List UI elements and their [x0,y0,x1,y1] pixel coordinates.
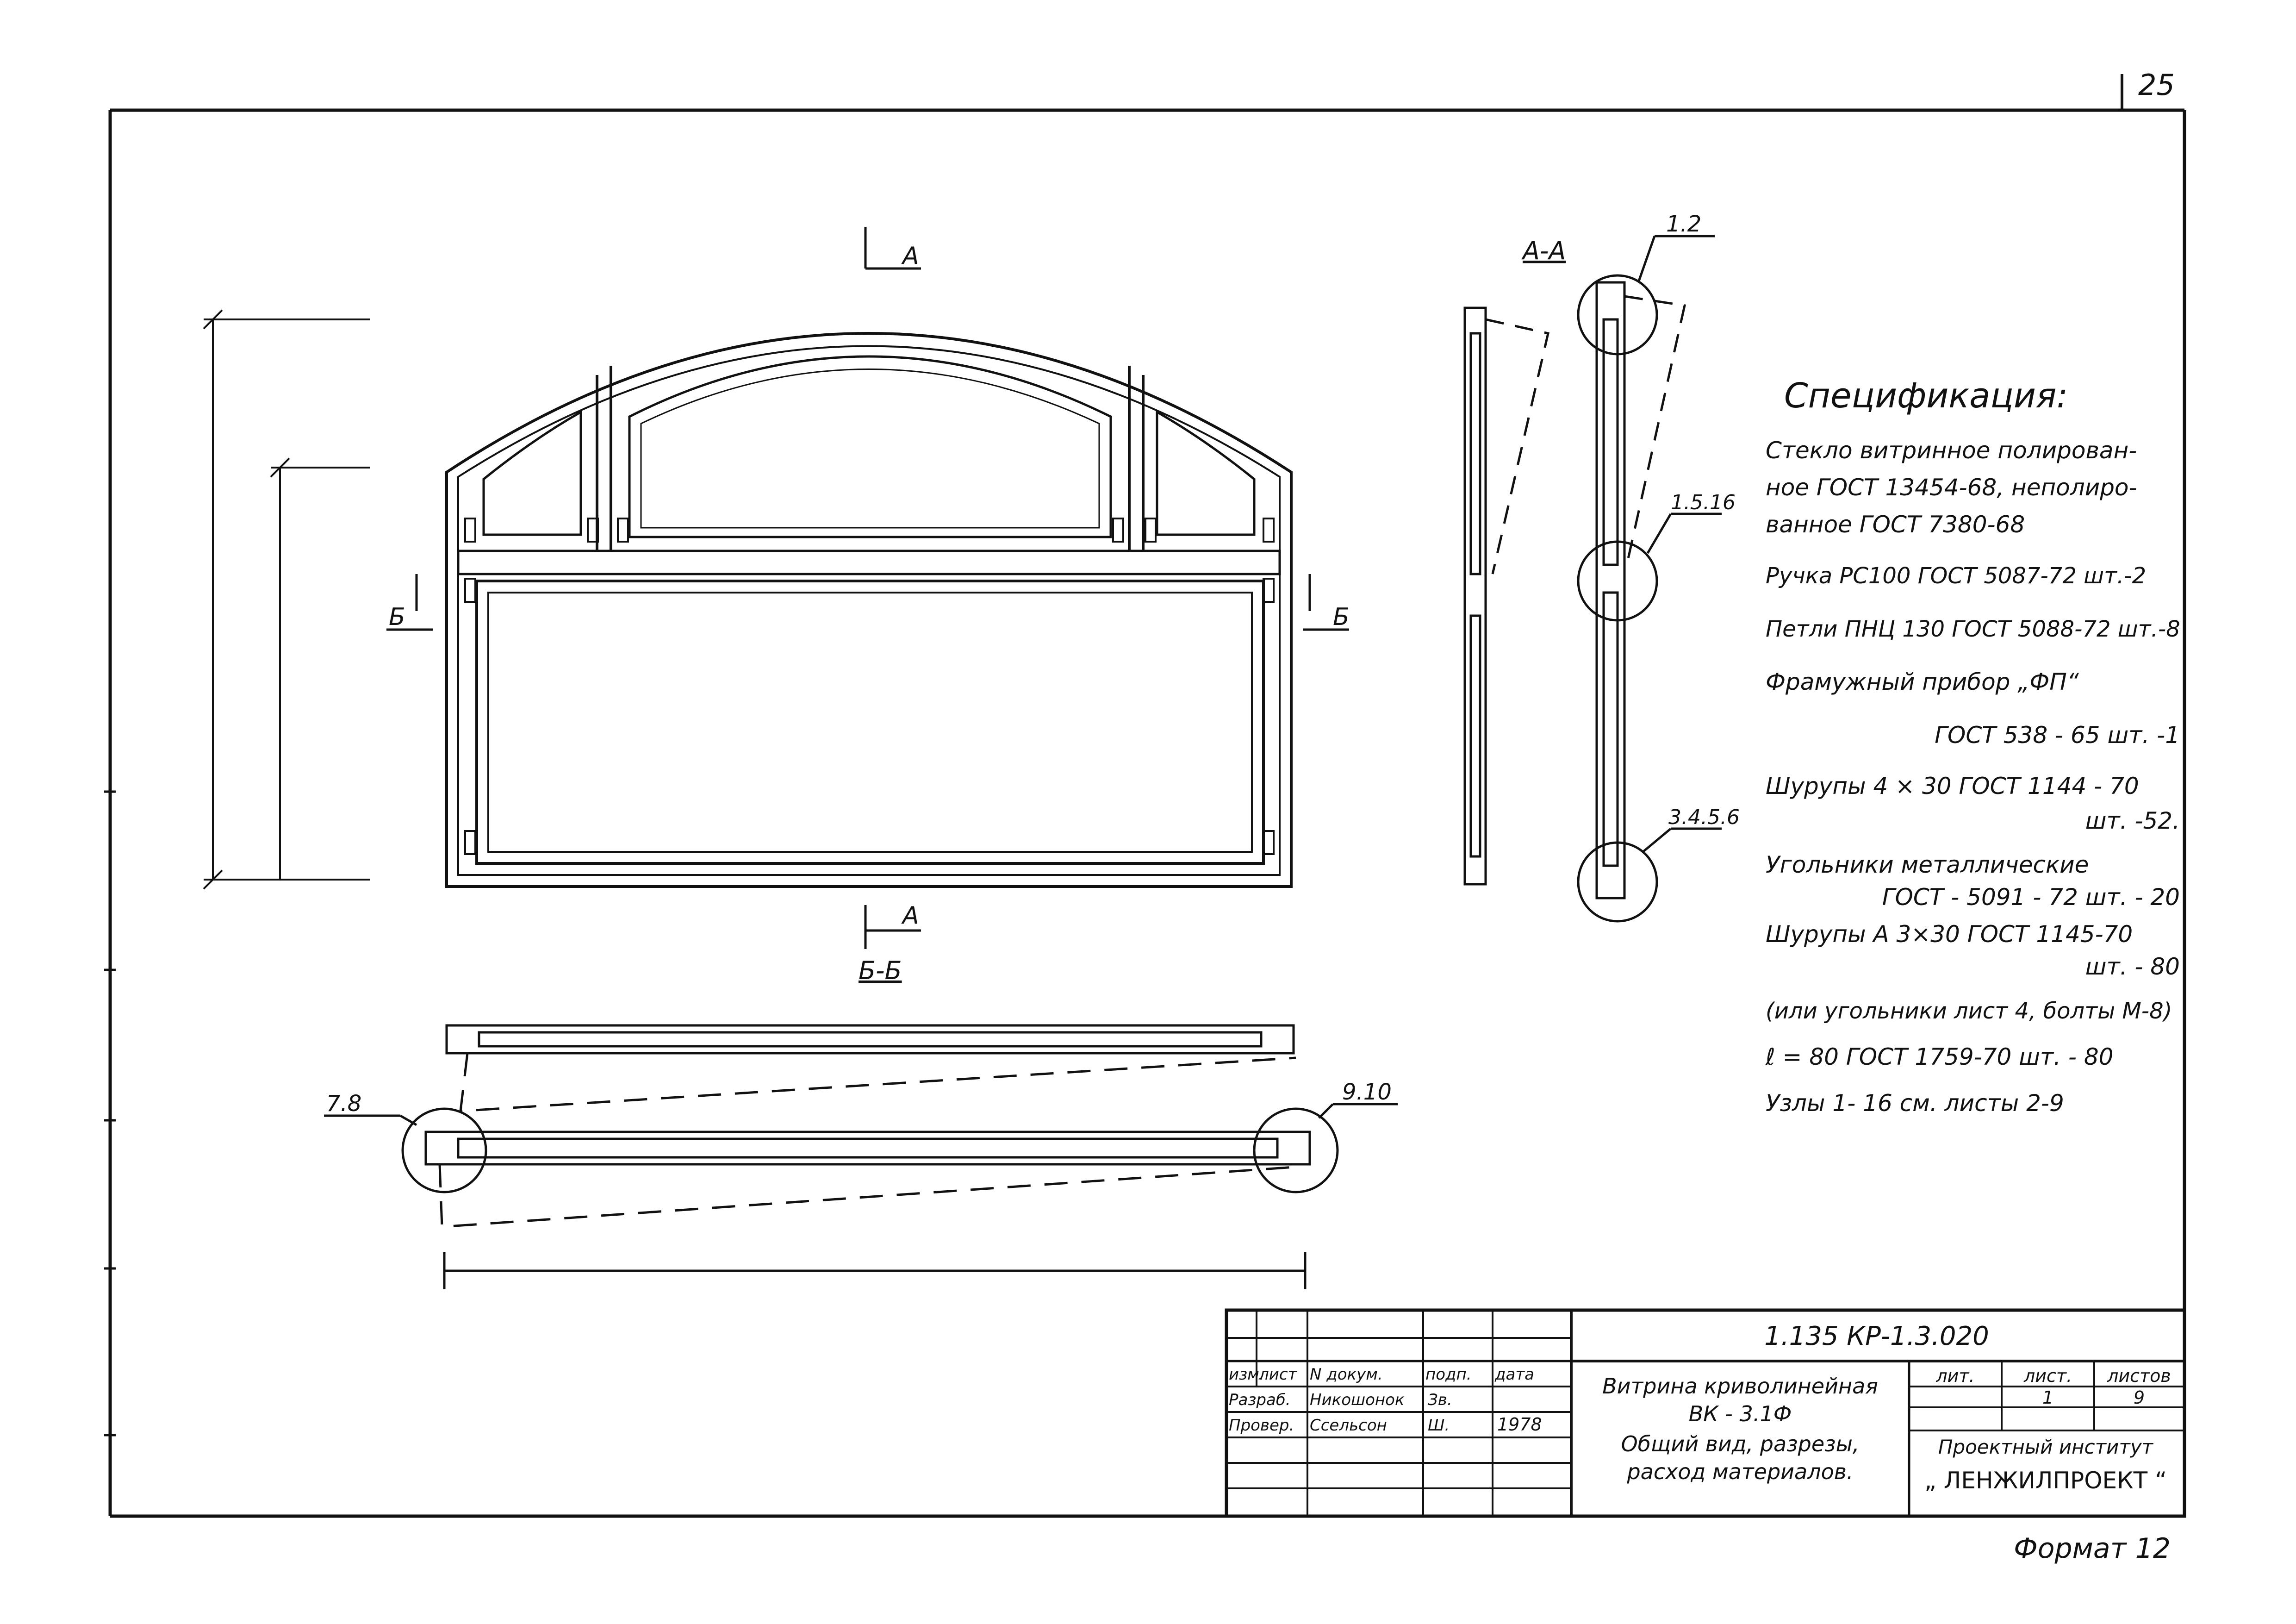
hdr-date: дата [1494,1365,1534,1384]
node-label-3-4-5-6: 3.4.5.6 [1668,806,1740,829]
cut-markers [386,227,1349,949]
title-name-line2: ВК - 3.1Ф [1689,1401,1792,1426]
spec-line: шт. -52. [2085,807,2180,834]
spec-line: ванное ГОСТ 7380-68 [1766,511,2025,538]
spec-line: Фрамужный прибор „ФП“ [1766,668,2079,695]
title-name-line3: Общий вид, разрезы, [1621,1431,1859,1456]
cut-label-a-top: А [901,242,919,270]
edge-ticks [104,790,116,1437]
node-label-1-2: 1.2 [1666,211,1701,237]
title-name-line4: расход материалов. [1626,1459,1853,1484]
node-label-9-10: 9.10 [1342,1079,1392,1105]
hdr-izm: изм. [1229,1365,1264,1384]
title-name-line1: Витрина криволинейная [1602,1374,1878,1399]
sign-developer: Зв. [1428,1391,1452,1409]
org-line1: Проектный институт [1938,1436,2154,1458]
spec-line: Стекло витринное полирован- [1766,437,2137,464]
name-developer: Никошонок [1310,1391,1405,1409]
cut-label-b-right: Б [1333,603,1350,631]
sheets-total: 9 [2134,1387,2145,1408]
section-bb-label: Б-Б [859,956,902,985]
sheet-number: 1 [2042,1387,2053,1408]
section-aa-drawing [1463,235,1722,923]
cut-label-b-left: Б [389,603,405,631]
date-checker: 1978 [1497,1414,1542,1435]
title-block-text: 1.135 КР-1.3.020 изм. лист N докум. подп… [1229,1321,2171,1494]
window-elevation [445,332,1293,888]
spec-line: шт. - 80 [2085,953,2180,980]
role-developer: Разраб. [1229,1391,1291,1409]
node-label-1-5-16: 1.5.16 [1671,491,1736,514]
hdr-lit: лит. [1935,1366,1974,1386]
spec-line: Угольники металлические [1766,851,2089,878]
node-label-7-8: 7.8 [326,1091,361,1117]
spec-line: ГОСТ - 5091 - 72 шт. - 20 [1882,884,2180,911]
hdr-sign: подп. [1425,1365,1472,1384]
section-bb-drawing [324,1024,1398,1289]
hdr-doc: N докум. [1310,1365,1383,1384]
spec-title: Спецификация: [1784,376,2068,416]
spec-line: ℓ = 80 ГОСТ 1759-70 шт. - 80 [1765,1043,2113,1070]
title-block [1225,1308,2186,1518]
name-checker: Ссельсон [1310,1416,1387,1435]
format-label: Формат 12 [2014,1532,2171,1565]
dimension-lines [203,309,370,890]
spec-line: (или угольники лист 4, болты М-8) [1766,998,2172,1024]
cut-label-a-bottom: А [901,902,919,930]
specification: Спецификация: Стекло витринное полирован… [1765,376,2180,1117]
spec-line: Шурупы А 3×30 ГОСТ 1145-70 [1766,921,2133,948]
role-checker: Провер. [1229,1416,1294,1435]
spec-line: Петли ПНЦ 130 ГОСТ 5088-72 шт.-8 [1766,616,2180,642]
hdr-sheets: листов [2107,1366,2171,1386]
spec-line: ГОСТ 538 - 65 шт. -1 [1935,722,2180,749]
spec-line: Ручка РС100 ГОСТ 5087-72 шт.-2 [1766,563,2146,589]
drawing-code: 1.135 КР-1.3.020 [1764,1321,1989,1351]
spec-line: Шурупы 4 × 30 ГОСТ 1144 - 70 [1766,773,2139,800]
sign-checker: Ш. [1428,1416,1450,1435]
spec-line: ное ГОСТ 13454-68, неполиро- [1766,474,2137,501]
page-number: 25 [2138,68,2175,102]
section-aa-label: А-А [1521,236,1566,265]
spec-line: Узлы 1- 16 см. листы 2-9 [1766,1090,2064,1117]
org-line2: „ ЛЕНЖИЛПРОЕКТ “ [1924,1467,2167,1494]
hdr-sheet: лист. [2023,1366,2072,1386]
hdr-list: лист [1258,1365,1298,1384]
